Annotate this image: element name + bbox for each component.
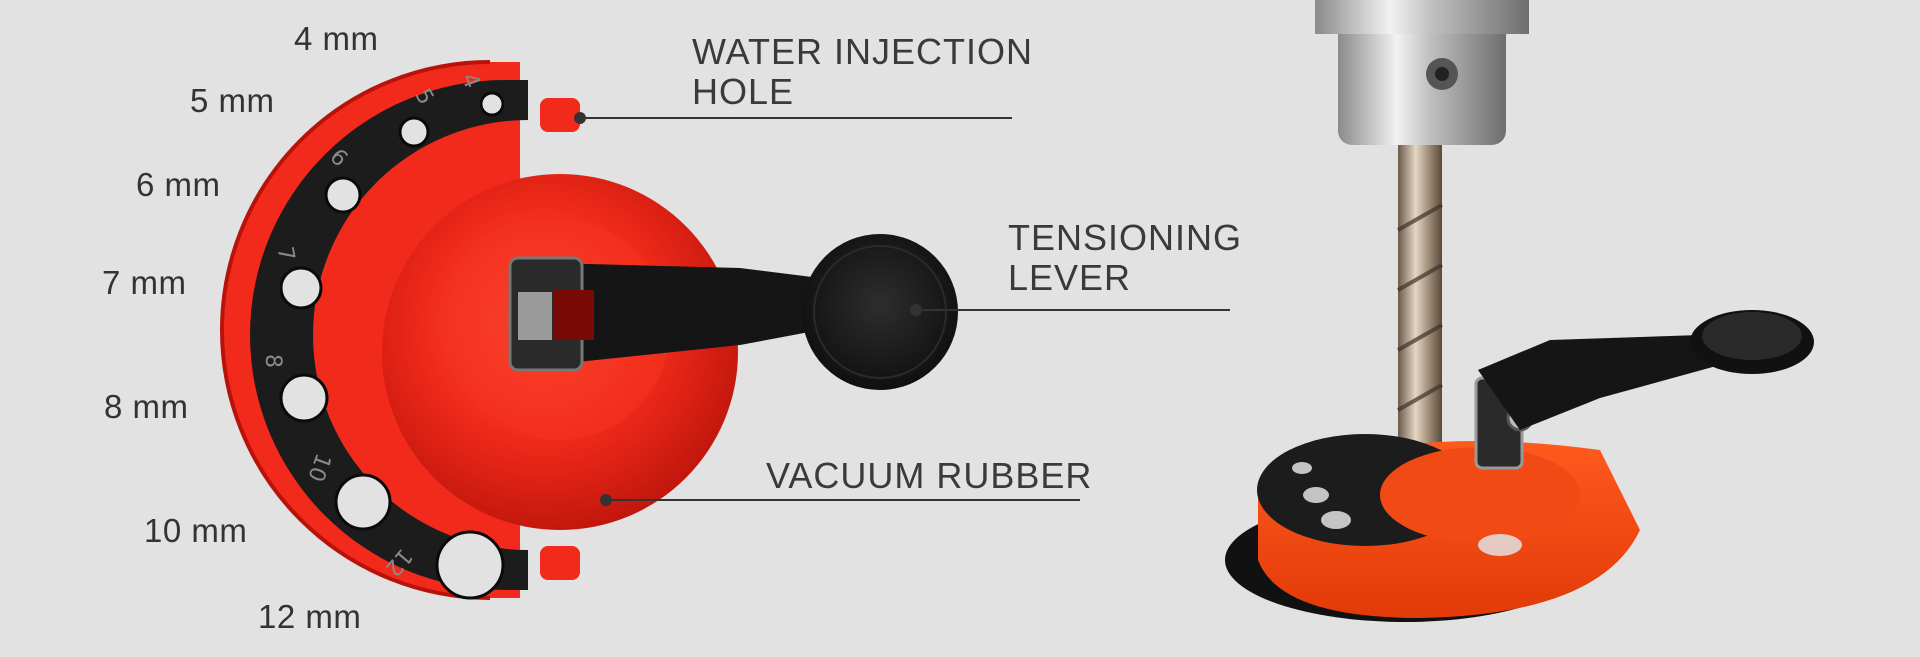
water-injection-nozzle-top [540,98,580,132]
hole-8mm [279,373,329,423]
tensioning-lever-callout: TENSIONING LEVER [1008,218,1242,298]
size-label-12mm: 12 mm [258,598,362,635]
size-label-10mm: 10 mm [144,512,248,549]
hole-number: 8 [260,354,285,368]
hole-4mm [479,91,505,117]
right-tensioning-lever [1478,335,1720,430]
hole-6mm [324,176,362,214]
tensioning-lever-arm [512,262,820,368]
water-injection-hole-callout: WATER INJECTION HOLE [692,32,1033,112]
hole-12mm [435,530,505,600]
vacuum-rubber-callout: VACUUM RUBBER [766,456,1092,496]
callout-line-2: LEVER [1008,257,1132,298]
size-label-6mm: 6 mm [136,166,221,203]
callout-line-1: TENSIONING [1008,217,1243,258]
water-injection-nozzle-bottom [540,546,580,580]
callout-line-1: WATER INJECTION [692,31,1033,72]
hole-plate [250,80,528,590]
drill-guide-in-use [1225,0,1814,622]
size-label-4mm: 4 mm [294,20,379,57]
size-holes [279,91,505,600]
size-label-8mm: 8 mm [104,388,189,425]
drill-chuck [1338,0,1506,145]
hole-7mm [279,266,323,310]
callout-dots [574,112,922,506]
callout-lines [580,117,1230,501]
callout-line-2: HOLE [692,71,795,112]
size-label-5mm: 5 mm [190,82,275,119]
hole-number: 7 [272,245,299,263]
size-label-7mm: 7 mm [102,264,187,301]
hole-10mm [334,473,392,531]
callout-line-1: VACUUM RUBBER [766,455,1093,496]
hole-5mm [398,116,430,148]
tensioning-lever-knob [802,234,958,390]
